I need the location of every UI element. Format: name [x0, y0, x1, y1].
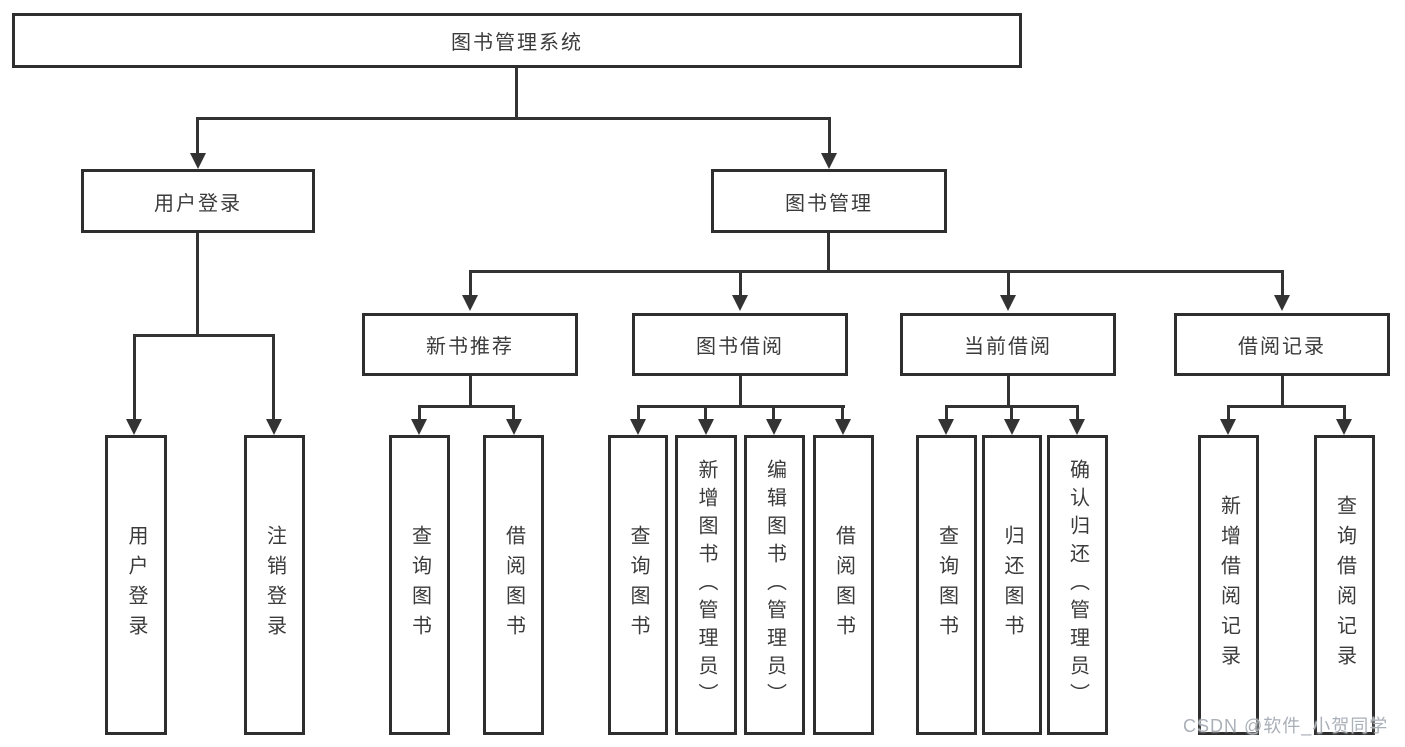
leaf-query-books-borrowing: 查询图书: [608, 435, 668, 735]
connector-level3-rail: [469, 270, 1283, 273]
arrowhead-down-icon: [938, 419, 954, 435]
connector-leaf-line: [945, 405, 948, 421]
node-new-book-recommend-label: 新书推荐: [426, 336, 514, 358]
leaf-add-borrow-record-label: 新增借阅记录: [1217, 495, 1240, 675]
arrowhead-down-icon: [698, 419, 714, 435]
leaf-borrow-books-borrowing: 借阅图书: [813, 435, 874, 735]
connector-to-leaf-logout: [272, 334, 275, 420]
node-book-borrowing-label: 图书借阅: [696, 336, 784, 358]
connector-user-login-stem: [196, 233, 199, 337]
node-book-management-label: 图书管理: [785, 192, 873, 215]
leaf-user-login-label: 用户登录: [125, 525, 147, 645]
connector-level2-rail: [196, 117, 831, 120]
leaf-edit-book-admin-label: 编辑图书（管理员）: [763, 459, 786, 711]
arrowhead-current-borrowing-icon: [1000, 295, 1016, 311]
leaf-return-books: 归还图书: [982, 435, 1042, 735]
node-user-login-label: 用户登录: [154, 192, 242, 215]
connector-leaf-line: [1227, 405, 1230, 421]
node-new-book-recommend: 新书推荐: [362, 313, 578, 376]
node-current-borrowing-label: 当前借阅: [964, 336, 1052, 358]
connector-leaf-line: [418, 405, 421, 421]
connector-borrowing-records-stem: [1281, 376, 1284, 408]
leaf-borrow-books-borrowing-label: 借阅图书: [832, 525, 855, 645]
arrowhead-down-icon: [1004, 419, 1020, 435]
arrowhead-down-icon: [630, 419, 646, 435]
leaf-query-books-recommend: 查询图书: [389, 435, 450, 735]
connector-leaf-line: [637, 405, 640, 421]
csdn-watermark: CSDN @软件_小贺同学: [1183, 716, 1389, 736]
node-borrowing-records: 借阅记录: [1174, 313, 1390, 376]
arrowhead-down-icon: [1220, 419, 1236, 435]
node-user-login: 用户登录: [81, 169, 315, 233]
arrowhead-borrowing-records-icon: [1274, 295, 1290, 311]
connector-to-current-borrowing: [1007, 270, 1010, 297]
arrowhead-leaf-user-login-icon: [126, 419, 142, 435]
leaf-edit-book-admin: 编辑图书（管理员）: [744, 435, 805, 735]
connector-new-book-stem: [469, 376, 472, 408]
arrowhead-down-icon: [835, 419, 851, 435]
leaf-confirm-return-admin-label: 确认归还（管理员）: [1066, 459, 1089, 711]
connector-leaf-line: [1343, 405, 1346, 421]
connector-to-book-borrowing: [739, 270, 742, 297]
arrowhead-down-icon: [1336, 419, 1352, 435]
leaf-logout: 注销登录: [244, 435, 305, 735]
leaf-logout-label: 注销登录: [263, 525, 286, 645]
arrowhead-new-book-icon: [462, 295, 478, 311]
connector-leaf-line: [512, 405, 515, 421]
connector-leaf-line: [1010, 405, 1013, 421]
leaf-query-borrow-record-label: 查询借阅记录: [1333, 495, 1356, 675]
arrowhead-down-icon: [506, 419, 522, 435]
leaf-add-book-admin: 新增图书（管理员）: [675, 435, 737, 735]
connector-to-borrowing-records: [1281, 270, 1284, 297]
node-root: 图书管理系统: [12, 13, 1022, 68]
leaf-confirm-return-admin: 确认归还（管理员）: [1047, 435, 1108, 735]
connector-leaf-line: [772, 405, 775, 421]
node-current-borrowing: 当前借阅: [900, 313, 1116, 376]
connector-user-login-rail: [133, 334, 275, 337]
connector-borrowing-records-rail: [1227, 405, 1346, 408]
connector-leaf-line: [704, 405, 707, 421]
leaf-query-books-recommend-label: 查询图书: [408, 525, 431, 645]
connector-book-management-stem: [827, 233, 830, 273]
node-book-management: 图书管理: [711, 169, 947, 233]
connector-current-borrowing-stem: [1007, 376, 1010, 408]
node-borrowing-records-label: 借阅记录: [1238, 336, 1326, 358]
arrowhead-book-management-icon: [821, 153, 837, 169]
connector-leaf-line: [1076, 405, 1079, 421]
connector-book-borrowing-stem: [739, 376, 742, 408]
leaf-borrow-books-recommend: 借阅图书: [483, 435, 544, 735]
arrowhead-user-login-icon: [190, 153, 206, 169]
leaf-borrow-books-recommend-label: 借阅图书: [502, 525, 525, 645]
node-root-label: 图书管理系统: [451, 32, 583, 54]
connector-leaf-line: [841, 405, 844, 421]
leaf-query-books-borrowing-label: 查询图书: [627, 525, 649, 645]
arrowhead-down-icon: [411, 419, 427, 435]
leaf-return-books-label: 归还图书: [1001, 525, 1023, 645]
connector-to-user-login: [196, 117, 199, 154]
leaf-query-books-current: 查询图书: [916, 435, 977, 735]
connector-book-borrowing-rail: [637, 405, 845, 408]
arrowhead-leaf-logout-icon: [266, 419, 282, 435]
arrowhead-book-borrowing-icon: [732, 295, 748, 311]
leaf-query-books-current-label: 查询图书: [935, 525, 958, 645]
leaf-add-borrow-record: 新增借阅记录: [1198, 435, 1259, 735]
leaf-query-borrow-record: 查询借阅记录: [1314, 435, 1375, 735]
connector-new-book-rail: [418, 405, 515, 408]
arrowhead-down-icon: [1069, 419, 1085, 435]
connector-to-new-book: [469, 270, 472, 297]
connector-to-book-management: [828, 117, 831, 154]
leaf-add-book-admin-label: 新增图书（管理员）: [695, 459, 717, 711]
leaf-user-login: 用户登录: [105, 435, 167, 735]
connector-to-leaf-user-login: [133, 334, 136, 420]
node-book-borrowing: 图书借阅: [632, 313, 848, 376]
connector-root-stem: [515, 68, 518, 120]
arrowhead-down-icon: [766, 419, 782, 435]
